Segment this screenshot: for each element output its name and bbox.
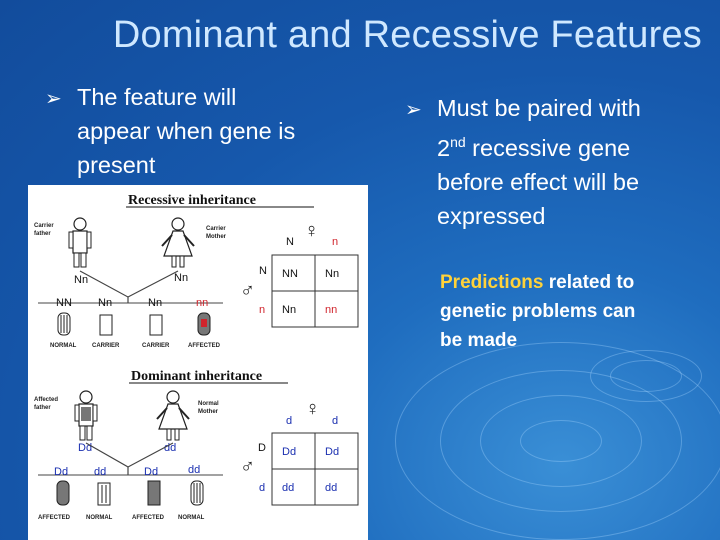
father-genotype: Nn [74, 274, 88, 286]
dominant-heading: Dominant inheritance [131, 369, 262, 384]
mother-genotype: dd [164, 442, 176, 454]
female-symbol-icon: ♀ [304, 220, 319, 242]
punnett-top-allele: n [332, 236, 338, 248]
inheritance-figure: Recessive inheritance Carrier father Nn … [28, 185, 368, 540]
affected-father-label: father [34, 405, 51, 411]
predictions-text: Predictions related to genetic problems … [440, 268, 710, 355]
punnett-side-allele: d [259, 482, 265, 494]
punnett-cell: NN [282, 268, 298, 280]
left-bullet-line: The feature will [77, 84, 237, 110]
child-status: NORMAL [86, 515, 113, 521]
recessive-children: NN NORMAL Nn CARRIER Nn CARRIER nn AFFEC… [50, 297, 221, 349]
dominant-children: Dd AFFECTED dd NORMAL Dd AFFECTED dd NOR… [38, 464, 205, 521]
punnett-side-allele: n [259, 304, 265, 316]
ordinal-number: 2 [437, 134, 451, 161]
normal-mother-figure [156, 390, 190, 441]
male-symbol-icon: ♂ [240, 456, 255, 478]
predictions-rest: related to [543, 272, 635, 293]
punnett-top-allele: d [332, 415, 338, 427]
punnett-side-allele: D [258, 442, 266, 454]
punnett-top-allele: d [286, 415, 292, 427]
right-bullet-line: before effect will be [437, 168, 640, 195]
child-status: NORMAL [50, 343, 77, 349]
predictions-highlight: Predictions [440, 272, 544, 293]
child-status: CARRIER [142, 343, 170, 349]
affected-father-label: Affected [34, 397, 58, 403]
punnett-cell: dd [325, 482, 337, 494]
normal-mother-label: Mother [198, 409, 219, 415]
female-symbol-icon: ♀ [305, 398, 320, 420]
arrow-bullet-icon: ➢ [405, 99, 422, 121]
child-genotype: nn [196, 297, 208, 309]
ripple-decoration [590, 350, 702, 402]
right-bullet-line: 2nd recessive gene [437, 125, 707, 165]
punnett-side-allele: N [259, 265, 267, 277]
right-bullet-line: Must be paired with [437, 95, 641, 121]
carrier-mother-label: Mother [206, 234, 227, 240]
left-bullet-line: present [77, 152, 156, 178]
punnett-cell: Dd [325, 446, 339, 458]
left-bullet: ➢ The feature will appear when gene is p… [45, 80, 367, 182]
punnett-cell: dd [282, 482, 294, 494]
right-bullet-line: expressed [437, 202, 546, 229]
punnett-cell: Dd [282, 446, 296, 458]
mother-genotype: Nn [174, 272, 188, 284]
predictions-line: genetic problems can [440, 301, 636, 322]
punnett-cell: Nn [325, 268, 339, 280]
slide-title: Dominant and Recessive Features [112, 14, 702, 56]
arrow-bullet-icon: ➢ [45, 88, 62, 110]
father-genotype: Dd [78, 442, 92, 454]
inheritance-diagram: Recessive inheritance Carrier father Nn … [34, 193, 359, 521]
child-genotype: Nn [98, 297, 112, 309]
child-genotype: Nn [148, 297, 162, 309]
punnett-cell: nn [325, 304, 337, 316]
child-status: CARRIER [92, 343, 120, 349]
right-bullet-text: recessive gene [465, 134, 631, 161]
predictions-line: be made [440, 330, 518, 351]
predictions-line: Predictions related to [440, 268, 710, 297]
male-symbol-icon: ♂ [240, 280, 255, 302]
child-genotype: dd [188, 464, 200, 476]
carrier-father-label: father [34, 231, 51, 237]
child-status: AFFECTED [38, 515, 71, 521]
recessive-heading: Recessive inheritance [128, 193, 256, 208]
child-genotype: dd [94, 466, 106, 478]
child-status: AFFECTED [132, 515, 165, 521]
child-genotype: Dd [54, 466, 68, 478]
child-genotype: Dd [144, 466, 158, 478]
child-genotype: NN [56, 297, 72, 309]
child-status: NORMAL [178, 515, 205, 521]
carrier-mother-figure [161, 217, 195, 268]
ordinal-suffix: nd [450, 134, 466, 150]
punnett-cell: Nn [282, 304, 296, 316]
right-bullet: ➢ Must be paired with 2nd recessive gene… [405, 91, 707, 233]
left-bullet-line: appear when gene is [77, 118, 296, 144]
punnett-top-allele: N [286, 236, 294, 248]
child-status: AFFECTED [188, 343, 221, 349]
carrier-mother-label: Carrier [206, 226, 226, 232]
carrier-father-label: Carrier [34, 223, 54, 229]
normal-mother-label: Normal [198, 401, 219, 407]
carrier-father-figure [68, 217, 92, 268]
